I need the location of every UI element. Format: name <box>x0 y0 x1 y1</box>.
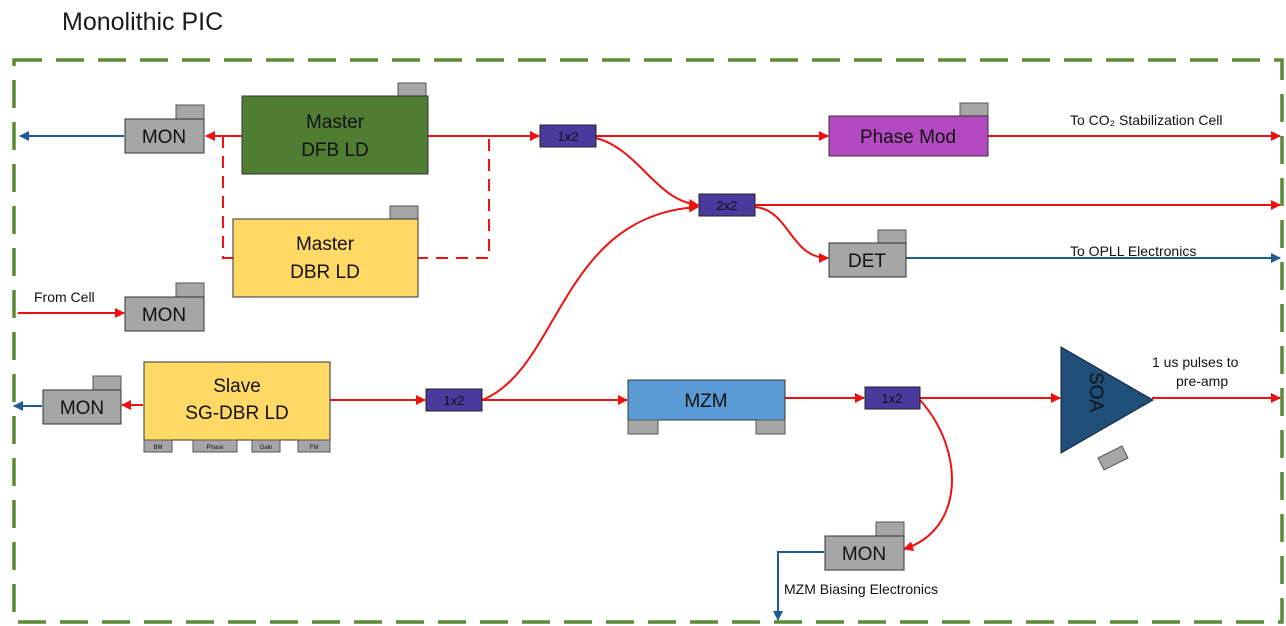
splitter-1x2-lower-left: 1x2 <box>425 388 483 412</box>
det-label: DET <box>848 251 886 272</box>
slave-pad-gain: Gain <box>260 445 273 451</box>
phase-mod-label: Phase Mod <box>860 127 956 148</box>
mon-label-bottom: MON <box>842 544 886 565</box>
electrical-paths <box>13 131 1281 621</box>
coupler-label: 2x2 <box>717 198 738 213</box>
optical-path-coupler-to-det <box>754 206 829 263</box>
splitter-1x2-top: 1x2 <box>539 124 597 148</box>
optical-paths <box>18 131 1281 552</box>
mzm-label: MZM <box>684 391 727 412</box>
splitter-lower-left-label: 1x2 <box>444 393 465 408</box>
mon-label-top-left: MON <box>142 127 186 148</box>
coupler-2x2: 2x2 <box>698 193 756 217</box>
soa-amplifier: SOA <box>1060 346 1155 471</box>
optical-path-lower-split-to-coupler <box>481 202 699 401</box>
label-opll: To OPLL Electronics <box>1070 243 1196 259</box>
master-dbr-ld: Master DBR LD <box>232 205 419 298</box>
label-pulses-line1: 1 us pulses to <box>1152 354 1239 370</box>
soa-label: SOA <box>1085 372 1106 412</box>
dfb-label-line1: Master <box>306 112 365 133</box>
dbr-dashed-link-right <box>416 136 490 259</box>
diagram-title: Monolithic PIC <box>62 8 224 36</box>
slave-label-line1: Slave <box>213 376 261 397</box>
phase-modulator: Phase Mod <box>828 102 989 157</box>
dbr-label-line1: Master <box>296 234 355 255</box>
mon-label-slave-left: MON <box>60 398 104 419</box>
slave-label-line2: SG-DBR LD <box>185 403 288 424</box>
mon-label-from-cell: MON <box>142 305 186 326</box>
label-mzm-biasing: MZM Biasing Electronics <box>784 581 938 597</box>
slave-sg-dbr-ld: Slave SG-DBR LD BM Phase Gain FM <box>143 361 331 453</box>
monitor-slave-left: MON <box>42 375 122 425</box>
splitter-top-label: 1x2 <box>558 129 579 144</box>
chip-boundary <box>12 58 1284 624</box>
slave-pad-fm: FM <box>310 445 319 451</box>
splitter-1x2-lower-right: 1x2 <box>864 386 921 410</box>
optical-path-split-to-mon <box>903 399 953 552</box>
electrical-path-mzm-bias <box>773 551 824 621</box>
master-dfb-ld: Master DFB LD <box>241 82 429 175</box>
label-pulses-line2: pre-amp <box>1176 373 1228 389</box>
monitor-top-left: MON <box>124 104 205 154</box>
splitter-lower-right-label: 1x2 <box>882 391 903 406</box>
label-from-cell: From Cell <box>34 289 95 305</box>
dfb-label-line2: DFB LD <box>301 140 369 161</box>
slave-pad-phase: Phase <box>206 445 224 451</box>
optical-path-split-to-coupler <box>595 137 699 209</box>
dbr-label-line2: DBR LD <box>290 262 360 283</box>
label-co2-cell: To CO₂ Stabilization Cell <box>1070 112 1223 128</box>
detector: DET <box>828 229 907 278</box>
monitor-from-cell: MON <box>124 282 205 332</box>
mzm-modulator: MZM <box>627 379 786 435</box>
dbr-dashed-link <box>222 136 233 259</box>
monitor-bottom: MON <box>824 521 905 571</box>
slave-pad-bm: BM <box>154 445 163 451</box>
